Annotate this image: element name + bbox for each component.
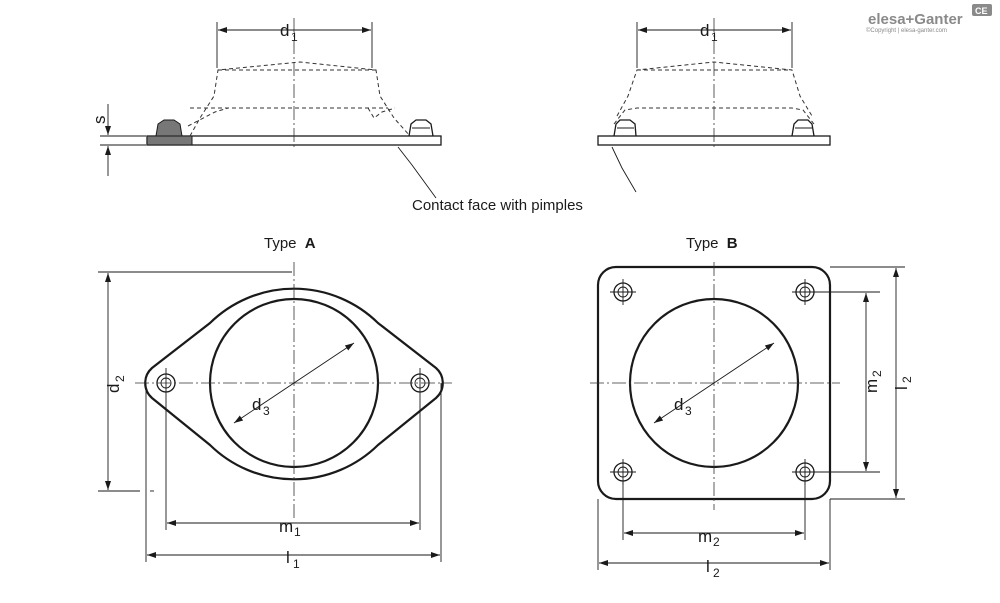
label-m2-horizontal: m bbox=[698, 527, 712, 546]
ce-badge bbox=[972, 4, 992, 16]
caption-type-a: Type A bbox=[264, 235, 316, 252]
section-hatch bbox=[146, 135, 193, 146]
label-m1: m bbox=[279, 517, 293, 536]
dimension-d3-a bbox=[233, 342, 355, 424]
leader-contact-face-b bbox=[611, 146, 637, 193]
top-view-type-a: Type A d 3 d 2 m 1 bbox=[98, 235, 452, 571]
copyright-text: ©Copyright | elesa-ganter.com bbox=[866, 27, 947, 34]
pimple-right bbox=[408, 119, 434, 137]
leader-contact-face-a bbox=[397, 146, 437, 199]
brand-logo: elesa+Ganter ©Copyright | elesa-ganter.c… bbox=[866, 4, 992, 34]
side-view-type-b: d 1 bbox=[597, 18, 831, 193]
side-view-type-a: d 1 s Contact face with pimples bbox=[90, 18, 583, 214]
pimple-b-right bbox=[791, 119, 815, 137]
label-l1: l bbox=[286, 548, 290, 567]
top-view-type-b: Type B d 3 m 2 bbox=[590, 235, 914, 580]
pimple-b-left bbox=[613, 119, 637, 137]
dimension-d3-b bbox=[653, 342, 775, 424]
rubber-body-outline-a bbox=[189, 61, 411, 137]
svg-text:2: 2 bbox=[870, 370, 884, 377]
caption-contact-face: Contact face with pimples bbox=[412, 197, 583, 214]
svg-text:1: 1 bbox=[293, 557, 300, 571]
label-d3-a: d bbox=[252, 395, 261, 414]
brand-name: elesa+Ganter bbox=[868, 11, 963, 28]
svg-text:2: 2 bbox=[713, 566, 720, 580]
label-d1-a: d bbox=[280, 21, 289, 40]
svg-text:1: 1 bbox=[294, 525, 301, 539]
svg-text:3: 3 bbox=[263, 404, 270, 418]
svg-text:2: 2 bbox=[713, 535, 720, 549]
label-d1-b: d bbox=[700, 21, 709, 40]
flange-outline-a bbox=[144, 287, 444, 481]
label-s: s bbox=[90, 116, 109, 125]
label-d3-b: d bbox=[674, 395, 683, 414]
ce-mark: CE bbox=[975, 6, 988, 16]
svg-text:1: 1 bbox=[711, 30, 718, 44]
svg-text:1: 1 bbox=[291, 30, 298, 44]
label-l2-vertical: l bbox=[892, 386, 911, 390]
svg-text:3: 3 bbox=[685, 404, 692, 418]
label-m2-vertical: m bbox=[862, 379, 881, 393]
pimple-section-left bbox=[155, 119, 183, 137]
svg-text:2: 2 bbox=[900, 376, 914, 383]
label-l2-horizontal: l bbox=[706, 557, 710, 576]
label-d2: d bbox=[104, 384, 123, 393]
svg-text:2: 2 bbox=[113, 375, 127, 382]
caption-type-b: Type B bbox=[686, 235, 738, 252]
